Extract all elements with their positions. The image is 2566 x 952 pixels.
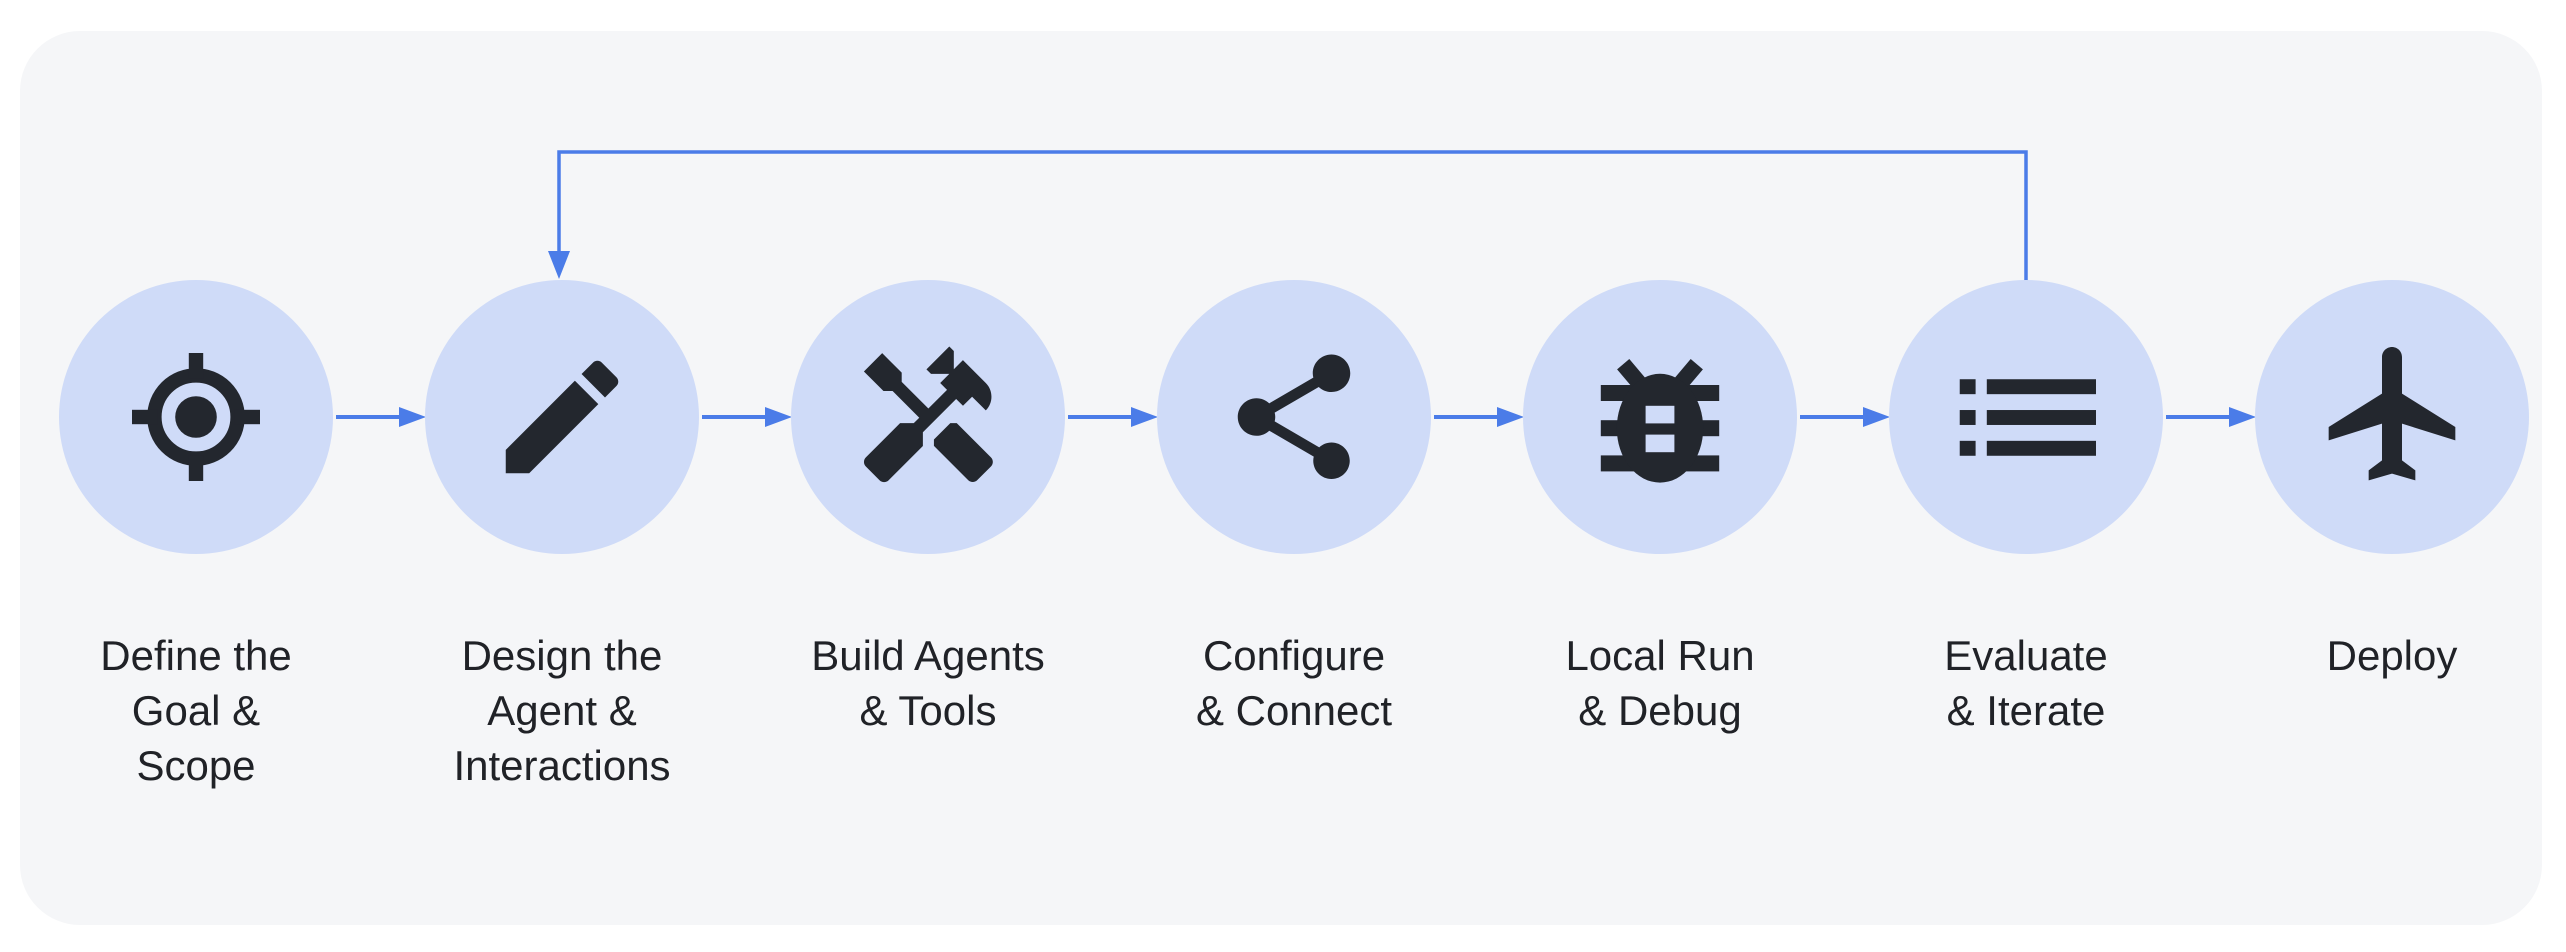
step-design-agent: Design the Agent & Interactions xyxy=(392,280,732,793)
step-local-run-debug: Local Run & Debug xyxy=(1490,280,1830,738)
step-define-goal: Define the Goal & Scope xyxy=(26,280,366,793)
step-label: Evaluate & Iterate xyxy=(1944,632,2108,734)
step-evaluate-iterate: Evaluate & Iterate xyxy=(1856,280,2196,738)
plane-icon xyxy=(2328,347,2456,481)
step-circle xyxy=(2255,280,2529,554)
share-icon xyxy=(1237,354,1351,479)
step-configure-connect: Configure & Connect xyxy=(1124,280,1464,738)
step-circle xyxy=(1157,280,1431,554)
step-circle xyxy=(1889,280,2163,554)
step-circle xyxy=(791,280,1065,554)
bug-icon xyxy=(1600,359,1720,483)
list-icon xyxy=(1959,378,2096,456)
step-label: Design the Agent & Interactions xyxy=(453,632,671,789)
pencil-icon xyxy=(505,360,619,474)
step-label: Define the Goal & Scope xyxy=(100,632,292,789)
step-label: Deploy xyxy=(2326,632,2458,679)
step-label: Configure & Connect xyxy=(1195,632,1393,734)
step-circle xyxy=(1523,280,1797,554)
step-deploy: Deploy xyxy=(2222,280,2562,683)
target-icon xyxy=(132,353,260,481)
step-circle xyxy=(59,280,333,554)
tools-icon xyxy=(863,345,993,482)
step-label: Build Agents & Tools xyxy=(811,632,1045,734)
step-circle xyxy=(425,280,699,554)
step-label: Local Run & Debug xyxy=(1565,632,1755,734)
step-build-agents: Build Agents & Tools xyxy=(758,280,1098,738)
